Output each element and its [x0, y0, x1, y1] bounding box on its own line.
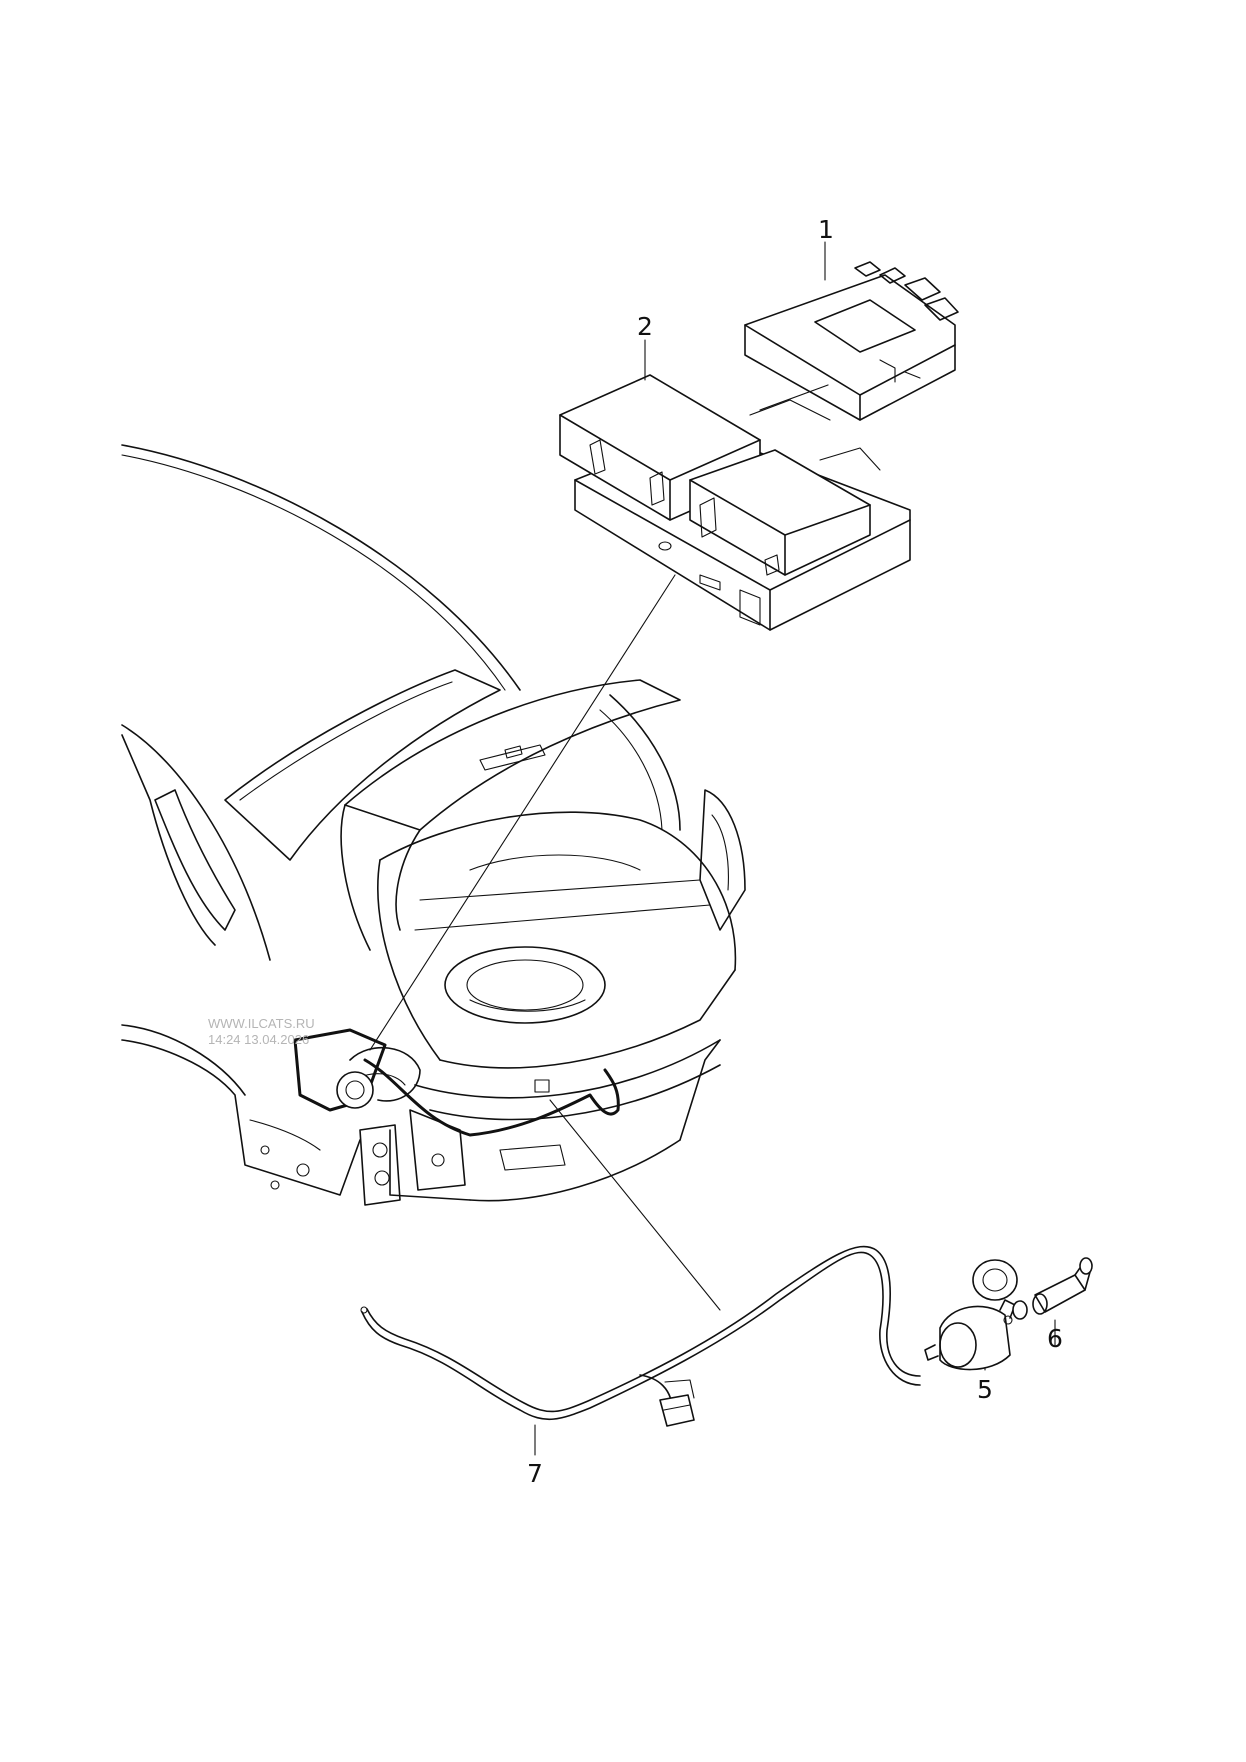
callout-5: 5 — [977, 1375, 993, 1404]
callout-1: 1 — [818, 215, 834, 244]
part-2-control-unit-bracket — [559, 374, 911, 631]
callout-labels: 1 2 5 6 7 — [527, 215, 1063, 1488]
watermark: WWW.ILCATS.RU 14:24 13.04.2026 — [208, 1016, 315, 1047]
callout-2: 2 — [637, 312, 653, 341]
part-1-control-unit — [744, 261, 959, 421]
part-7-wiring-cable — [360, 1245, 921, 1427]
car-body-rear — [121, 444, 746, 1206]
leader-lines — [369, 241, 1056, 1456]
part-5-actuator — [924, 1259, 1018, 1371]
callout-6: 6 — [1047, 1324, 1063, 1353]
callout-7: 7 — [527, 1459, 543, 1488]
part-6-pin — [1012, 1257, 1093, 1320]
watermark-site: WWW.ILCATS.RU — [208, 1016, 315, 1031]
watermark-timestamp: 14:24 13.04.2026 — [208, 1032, 309, 1047]
trunk-wiring-harness — [293, 1028, 620, 1137]
